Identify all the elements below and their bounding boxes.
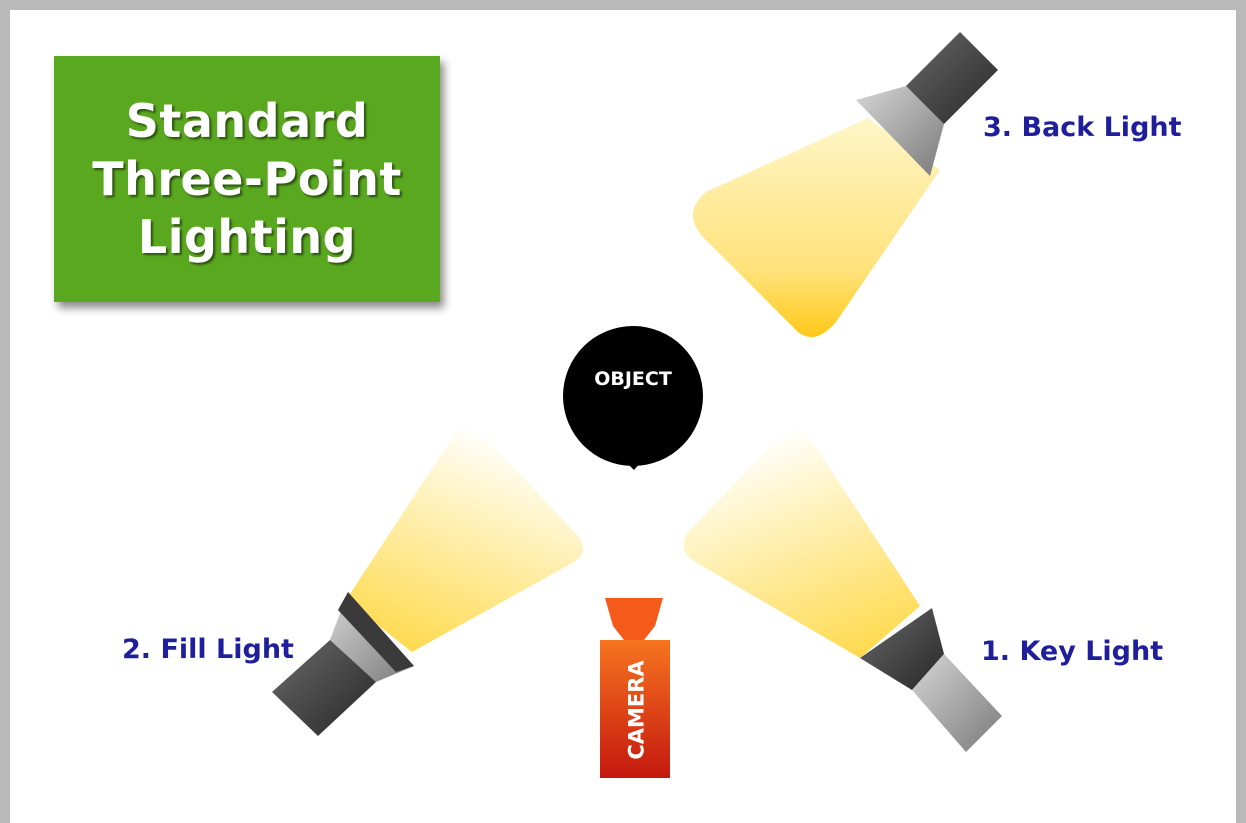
fill-light-lamp-icon <box>272 592 414 736</box>
camera-label-wrap: CAMERA <box>605 640 669 780</box>
back-light-label: 3. Back Light <box>983 112 1182 143</box>
camera-icon <box>600 598 670 778</box>
key-light-beam <box>683 431 920 658</box>
key-light-label: 1. Key Light <box>981 636 1164 667</box>
back-light-lamp-icon <box>856 32 998 176</box>
title-line-2: Three-Point <box>92 152 402 206</box>
camera-label: CAMERA <box>625 660 649 760</box>
fill-light-beam <box>346 431 584 652</box>
title-line-1: Standard <box>125 94 369 148</box>
back-light-beam <box>692 118 940 338</box>
object-label: OBJECT <box>594 368 672 390</box>
fill-light-label: 2. Fill Light <box>122 634 294 665</box>
object-marker <box>563 326 703 470</box>
key-light-lamp-icon <box>860 608 1002 752</box>
title-box: Standard Three-Point Lighting <box>54 56 440 302</box>
title-line-3: Lighting <box>137 210 357 264</box>
